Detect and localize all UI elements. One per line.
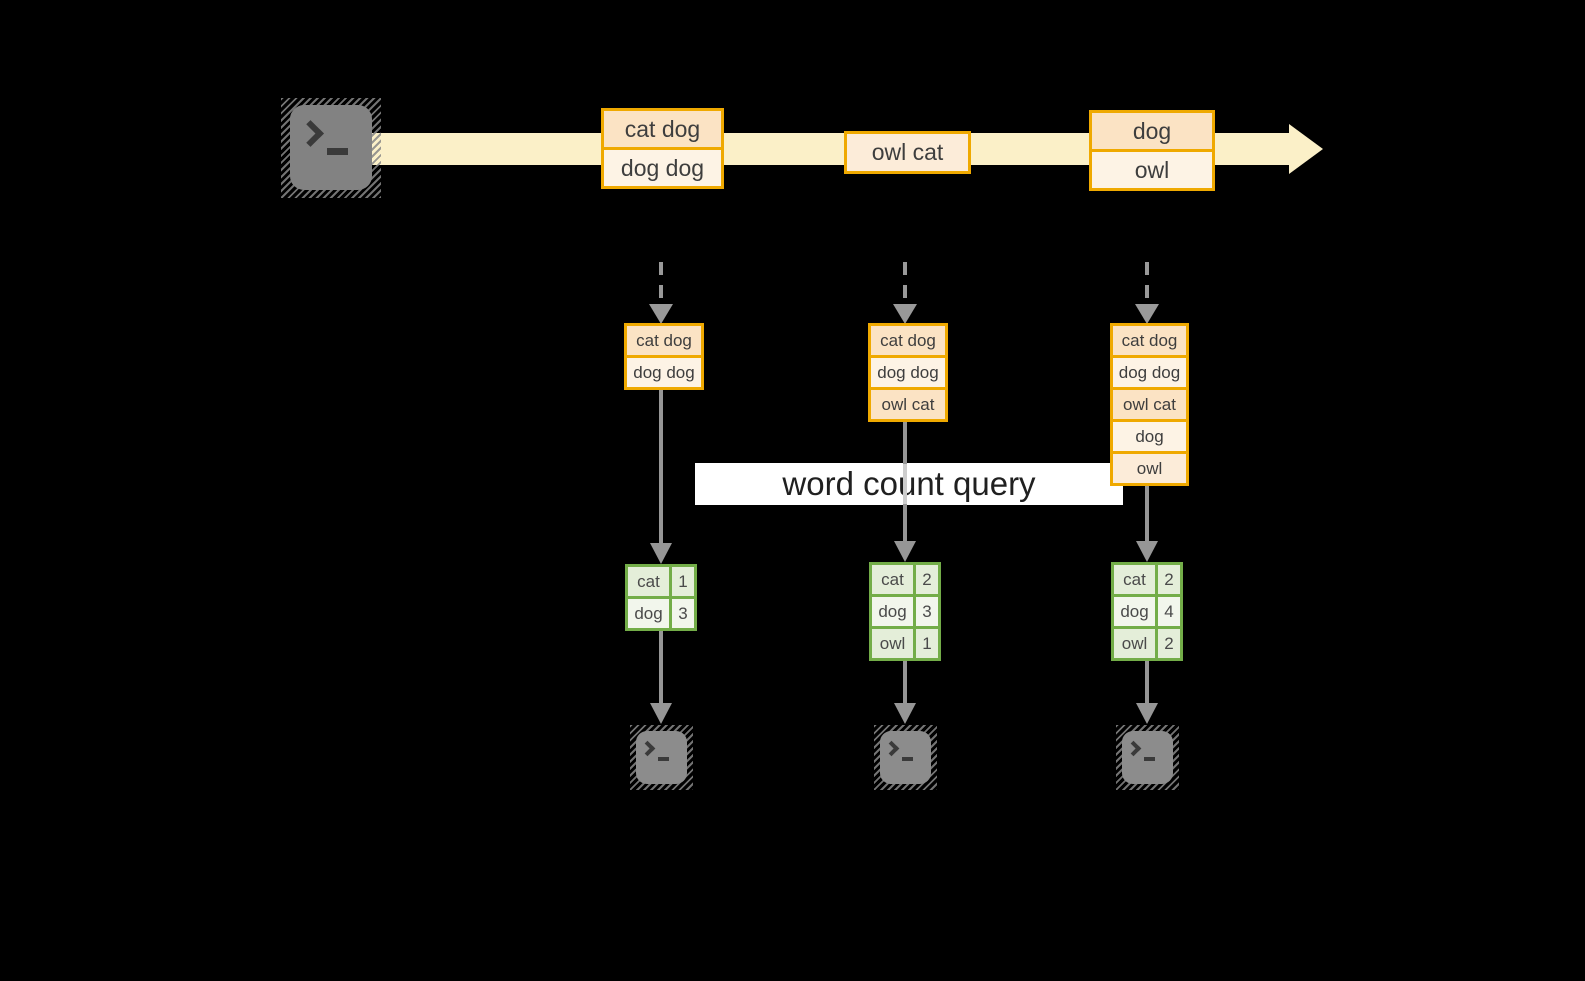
event-row: dog dog [604,147,721,186]
word-cell: dog [872,597,916,626]
buffer-box: cat dog dog dog [624,323,704,390]
count-cell: 1 [678,571,688,591]
table-row: cat 1 [628,567,694,596]
prompt-underscore-icon [1144,757,1155,761]
sink-arrowhead [1136,703,1158,724]
buffer-box: cat dog dog dog owl cat [868,323,948,422]
sink-arrowhead [650,703,672,724]
count-cell: 4 [1164,601,1174,621]
table-row: dog 3 [628,596,694,628]
query-label: word count query [695,463,1123,505]
dashed-arrowhead [649,304,673,324]
table-row: cat 2 [1114,565,1180,594]
word-cell: cat [1114,565,1158,594]
sink-arrowhead [894,703,916,724]
event-box: dog owl [1089,110,1215,191]
count-table: cat 2 dog 4 owl 2 [1111,562,1183,661]
query-arrowhead [1136,541,1158,562]
table-row: owl 1 [872,626,938,658]
word-cell: owl [872,629,916,658]
prompt-underscore-icon [902,757,913,761]
dashed-arrow-line [1145,262,1149,304]
buffer-row: cat dog [871,326,945,355]
count-cell: 3 [678,603,688,623]
buffer-row: dog [1113,419,1186,451]
count-cell: 2 [1164,633,1174,653]
terminal-window [290,105,372,190]
dashed-arrowhead [1135,304,1159,324]
word-cell: cat [872,565,916,594]
query-arrow-line [659,390,663,543]
buffer-row: cat dog [627,326,701,355]
buffer-row: owl cat [1113,387,1186,419]
dashed-arrow-line [903,262,907,304]
word-cell: dog [628,599,672,628]
count-cell: 1 [922,633,932,653]
count-table: cat 2 dog 3 owl 1 [869,562,941,661]
query-arrowhead [894,541,916,562]
query-arrow-line [1145,486,1149,541]
sink-terminal-icon [1116,725,1179,790]
count-table: cat 1 dog 3 [625,564,697,631]
prompt-underscore-icon [327,148,348,155]
query-arrowhead [650,543,672,564]
buffer-row: cat dog [1113,326,1186,355]
buffer-row: dog dog [627,355,701,387]
table-row: cat 2 [872,565,938,594]
sink-arrow-line [1145,661,1149,703]
buffer-row: dog dog [871,355,945,387]
table-row: dog 3 [872,594,938,626]
count-cell: 2 [922,569,932,589]
event-row: owl [1092,149,1212,188]
buffer-row: owl [1113,451,1186,483]
event-box: cat dog dog dog [601,108,724,189]
source-terminal-icon [281,98,381,198]
sink-arrow-line [659,631,663,703]
event-row: dog [1092,113,1212,149]
event-box: owl cat [844,131,971,174]
word-cell: dog [1114,597,1158,626]
word-cell: owl [1114,629,1158,658]
event-row: cat dog [604,111,721,147]
count-cell: 2 [1164,569,1174,589]
buffer-box: cat dog dog dog owl cat dog owl [1110,323,1189,486]
buffer-row: owl cat [871,387,945,419]
event-row: owl cat [847,134,968,171]
stream-arrowhead [1289,124,1323,174]
prompt-underscore-icon [658,757,669,761]
sink-terminal-icon [874,725,937,790]
query-arrow-line-over-label [903,464,907,504]
sink-terminal-icon [630,725,693,790]
sink-arrow-line [903,661,907,703]
dashed-arrowhead [893,304,917,324]
word-cell: cat [628,567,672,596]
dashed-arrow-line [659,262,663,304]
table-row: dog 4 [1114,594,1180,626]
count-cell: 3 [922,601,932,621]
table-row: owl 2 [1114,626,1180,658]
buffer-row: dog dog [1113,355,1186,387]
